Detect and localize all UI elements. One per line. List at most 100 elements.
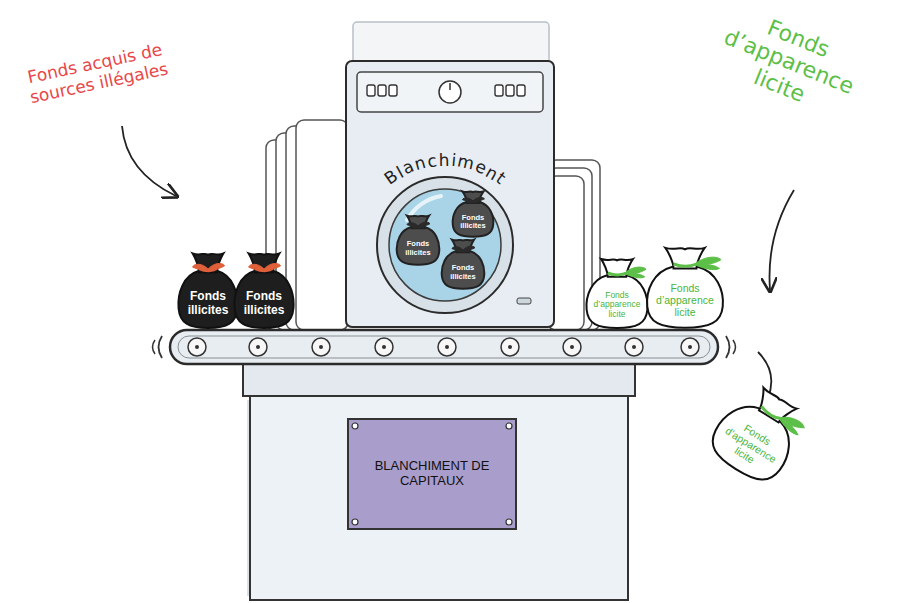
text-area: Fonds d’apparence licite: [649, 277, 721, 325]
control-knob: [439, 81, 461, 103]
bag-bow: [625, 267, 646, 278]
bag-bow: [249, 263, 281, 269]
callout-text: Fonds acquis de sources illégales: [6, 36, 188, 111]
bag-body: [178, 271, 237, 328]
roller-axle: [632, 345, 636, 349]
node-outline: [395, 212, 441, 266]
bag-neck: [462, 191, 483, 203]
roller: [681, 338, 699, 356]
money-bag: Fonds illicites: [176, 248, 240, 330]
bag-label: Fonds illicites: [455, 214, 492, 231]
bag-label: Fonds illicites: [399, 240, 438, 257]
text-area: Fonds illicites: [444, 259, 483, 287]
control-button: [378, 85, 386, 96]
name-plate: BLANCHIMENT DE CAPITAUX: [347, 418, 517, 530]
arc-letter: c: [426, 150, 438, 171]
bag-label: Fonds illicites: [237, 290, 291, 317]
bag-bow: [407, 222, 430, 226]
plate-screw: [352, 423, 358, 429]
machine-body: [346, 61, 554, 327]
roller-axle: [256, 345, 260, 349]
bag-body: [647, 267, 723, 328]
bag-neck: [452, 240, 474, 253]
control-button: [517, 85, 525, 96]
roller: [312, 338, 330, 356]
motion-mark: [733, 340, 736, 354]
plate-screw: [506, 519, 512, 525]
text-area: Fonds illicites: [237, 282, 291, 325]
stand-shade: [248, 400, 249, 596]
text-area: Fonds illicites: [399, 235, 438, 263]
bag-ribbon: [674, 264, 697, 266]
node-outline: [440, 236, 486, 290]
bag-body: [442, 251, 485, 288]
control-panel: [357, 72, 543, 112]
text-area: BLANCHIMENT DE CAPITAUX: [357, 426, 507, 522]
roller-axle: [688, 345, 692, 349]
bag-bow: [776, 412, 805, 437]
roller: [501, 338, 519, 356]
bag-body: [586, 276, 647, 329]
washing-machine: BlanchimentFonds illicitesFonds illicite…: [345, 60, 555, 330]
money-bag: Fonds illicites: [440, 236, 486, 290]
node-outline: [232, 248, 296, 330]
drum-window: [389, 189, 501, 301]
control-button: [506, 85, 514, 96]
conveyor-belt: [170, 330, 718, 364]
bag-bow: [193, 263, 225, 269]
roller-axle: [382, 345, 386, 349]
bag-label: Fonds d’apparence licite: [649, 283, 721, 318]
machine-label: Blanchiment: [345, 60, 555, 330]
callout-text: Fonds d’apparence licite: [705, 0, 873, 125]
plate-label: BLANCHIMENT DE CAPITAUX: [357, 459, 507, 488]
belt-rollers: [188, 338, 699, 356]
leader-arrow: [122, 126, 176, 196]
plate-body: [348, 419, 516, 529]
roller: [375, 338, 393, 356]
roller-axle: [319, 345, 323, 349]
roller: [438, 338, 456, 356]
bag-neck: [407, 216, 429, 229]
node-outline: [345, 60, 555, 330]
bag-bow: [695, 257, 721, 269]
money-bag: Fonds illicites: [451, 188, 495, 238]
text-area: Fonds illicites: [181, 282, 235, 325]
bag-body: [397, 227, 440, 264]
stand-top: [243, 362, 635, 396]
roller-axle: [508, 345, 512, 349]
control-button: [495, 85, 503, 96]
roller-axle: [570, 345, 574, 349]
bag-bow: [452, 246, 475, 250]
motion-mark: [726, 336, 730, 358]
money-bag: Fonds illicites: [395, 212, 441, 266]
money-bag: Fonds illicites: [232, 248, 296, 330]
belt-inner-line: [178, 336, 710, 358]
bag-label: Fonds d’apparence licite: [588, 291, 646, 320]
plate-screw: [352, 519, 358, 525]
bag-body: [234, 271, 293, 328]
motion-mark: [153, 340, 156, 354]
door-latch: [517, 298, 531, 304]
roller: [563, 338, 581, 356]
machine-stand: [250, 394, 628, 600]
money-bag: Fonds d’apparence licite: [700, 371, 818, 492]
roller-axle: [195, 345, 199, 349]
roller: [625, 338, 643, 356]
bag-bow: [462, 197, 484, 201]
roller-axle: [445, 345, 449, 349]
motion-mark: [159, 336, 163, 358]
drum-door: [377, 177, 513, 313]
bag-body: [453, 202, 494, 237]
money-bag: Fonds d’apparence licite: [584, 254, 650, 330]
bag-ribbon: [760, 406, 781, 420]
control-button: [367, 85, 375, 96]
plate-screw: [506, 423, 512, 429]
bag-label: Fonds illicites: [181, 290, 235, 317]
arc-letter: h: [438, 150, 449, 170]
control-button: [389, 85, 397, 96]
roller: [188, 338, 206, 356]
bag-label: Fonds illicites: [444, 264, 483, 281]
text-area: Fonds illicites: [455, 209, 492, 235]
